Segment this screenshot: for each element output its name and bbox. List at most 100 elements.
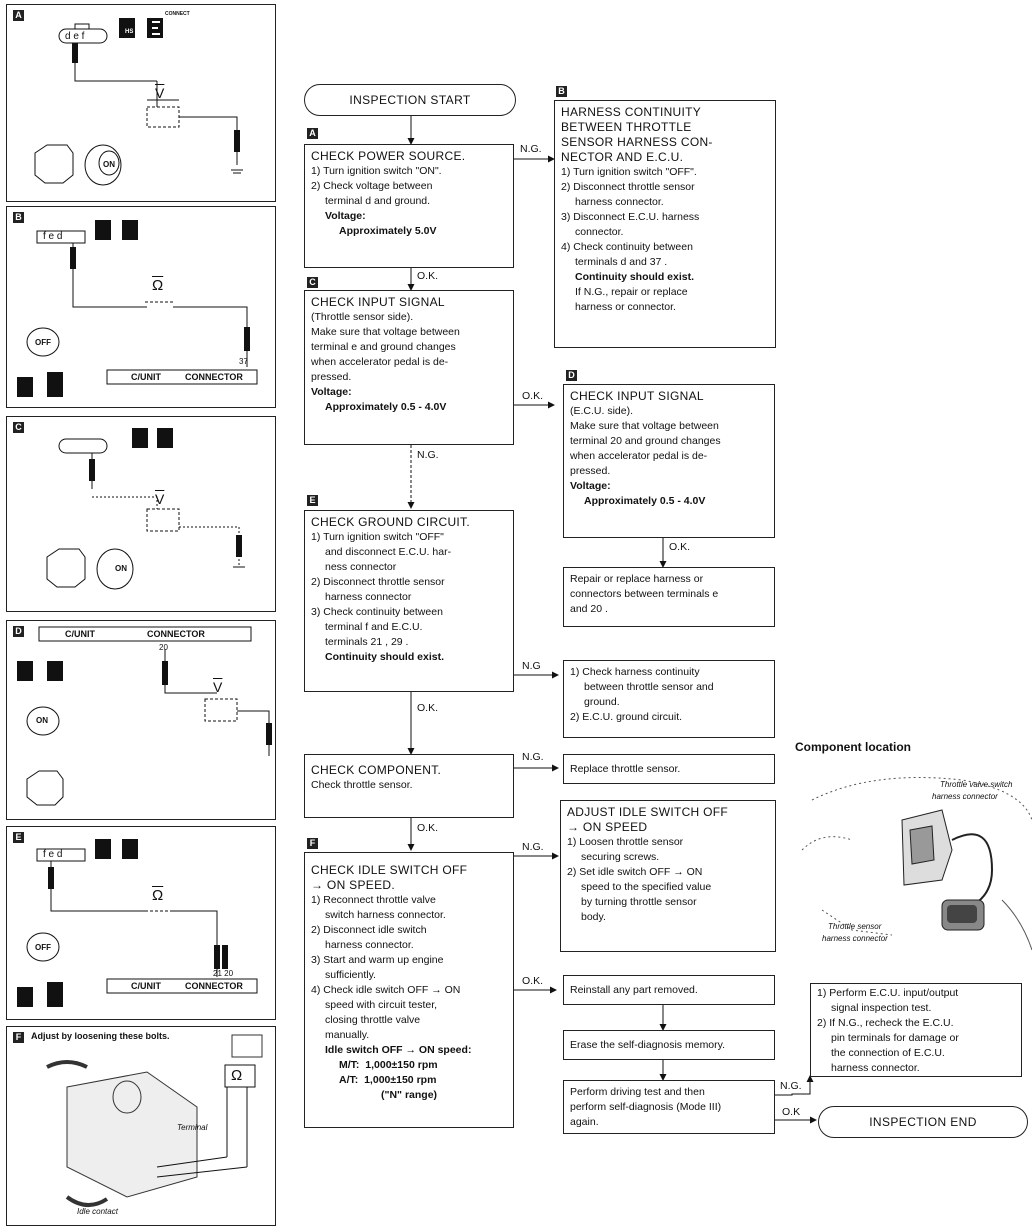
step-tag-d: D: [566, 370, 577, 381]
step-b-line: 3) Disconnect E.C.U. harness: [561, 211, 700, 223]
ng-label-drive: N.G.: [780, 1080, 802, 1092]
step-c-line: terminal e and ground changes: [311, 341, 456, 353]
panel-e-ground-circuit: E f e d Ω OFF 21 20 C/UNIT CONNECTOR: [6, 826, 276, 1020]
adjust-line: 2) Set idle switch OFF → ON: [567, 866, 703, 878]
step-d-title: CHECK INPUT SIGNAL: [570, 389, 704, 403]
step-e-line: 3) Check continuity between: [311, 606, 443, 618]
step-c-line: pressed.: [311, 371, 352, 383]
reinstall-text: Reinstall any part removed.: [570, 984, 698, 996]
ok-label-c: O.K.: [522, 390, 544, 402]
reinstall-box: Reinstall any part removed.: [563, 975, 775, 1005]
ecu-line: pin terminals for damage or: [831, 1032, 959, 1044]
panel-d-input-signal-ecu: D C/UNIT CONNECTOR 20 V ON: [6, 620, 276, 820]
panel-tag-d: D: [13, 626, 24, 637]
ecu-line: harness connector.: [831, 1062, 920, 1074]
panel-tag-c: C: [13, 422, 24, 433]
cunit-label: C/UNIT: [131, 372, 161, 382]
harness-line: 2) E.C.U. ground circuit.: [570, 711, 683, 723]
harness-line: ground.: [584, 696, 620, 708]
ohmmeter-symbol: Ω: [152, 277, 164, 294]
replace-throttle-text: Replace throttle sensor.: [570, 763, 681, 775]
step-e-line: and disconnect E.C.U. har-: [325, 546, 452, 558]
ok-label-drive: O.K: [782, 1106, 801, 1118]
ng-label-e: N.G: [522, 660, 541, 672]
step-b-title: SENSOR HARNESS CON-: [561, 135, 713, 149]
cunit-label-d: C/UNIT: [65, 629, 95, 639]
step-f-check-idle-switch: CHECK IDLE SWITCH OFF → ON SPEED. 1) Rec…: [304, 852, 514, 1128]
adjust-line: securing screws.: [581, 851, 660, 863]
adjust-line: body.: [581, 911, 606, 923]
step-a-line: 2) Check voltage between: [311, 180, 433, 192]
voltmeter-wiring-diagram: [34, 18, 243, 186]
component-location-photo: Throttle valve switch harness connector …: [792, 760, 1032, 952]
step-b-line: If N.G., repair or replace: [575, 286, 688, 298]
check-component-box: CHECK COMPONENT. Check throttle sensor.: [304, 754, 514, 818]
ignition-on-label-c: ON: [115, 564, 127, 573]
connector-label-d: CONNECTOR: [147, 629, 205, 639]
ok-label-f: O.K.: [522, 975, 544, 987]
connector-label: CONNECTOR: [185, 372, 243, 382]
loc-label-harness-connector-2: harness connector: [822, 934, 888, 943]
terminal-2120-label: 21 20: [213, 969, 234, 978]
step-f-line: 2) Disconnect idle switch: [311, 924, 427, 936]
step-tag-f: F: [307, 838, 318, 849]
repair-replace-box: Repair or replace harness or connectors …: [563, 567, 775, 627]
step-tag-e: E: [307, 495, 318, 506]
adjust-title: → ON SPEED: [567, 820, 648, 834]
step-d-line: Make sure that voltage between: [570, 420, 719, 432]
repair-line: and 20 .: [570, 603, 608, 615]
terminal-fed-label-e: f e d: [43, 849, 63, 860]
step-f-line: sufficiently.: [325, 969, 376, 981]
step-a-voltage-value: Approximately 5.0V: [339, 225, 437, 237]
driving-line: Perform driving test and then: [570, 1086, 705, 1098]
terminal-fed-label: f e d: [43, 231, 63, 242]
step-d-line: pressed.: [570, 465, 611, 477]
harness-line: 1) Check harness continuity: [570, 666, 700, 678]
panel-tag-b: B: [13, 212, 24, 223]
step-b-title: HARNESS CONTINUITY: [561, 105, 702, 119]
step-a-line: 1) Turn ignition switch "ON".: [311, 165, 442, 177]
ng-label-c: N.G.: [417, 449, 439, 461]
throttle-sensor-photo-sketch: [46, 1034, 263, 1207]
ignition-on-label-d: ON: [36, 716, 48, 725]
step-e-title: CHECK GROUND CIRCUIT.: [311, 515, 470, 529]
step-b-line: 2) Disconnect throttle sensor: [561, 181, 695, 193]
step-f-mt: M/T: 1,000±150 rpm: [339, 1059, 438, 1071]
driving-line: perform self-diagnosis (Mode III): [570, 1101, 722, 1113]
step-b-title: BETWEEN THROTTLE: [561, 120, 692, 134]
voltmeter-symbol-c: V: [155, 491, 165, 507]
step-e-line: 1) Turn ignition switch "OFF": [311, 531, 444, 543]
ok-label-d: O.K.: [669, 541, 691, 553]
inspection-start: INSPECTION START: [304, 84, 516, 116]
step-e-line: harness connector: [325, 591, 412, 603]
step-f-line: 4) Check idle switch OFF → ON: [311, 984, 461, 996]
ecu-inspection-box: 1) Perform E.C.U. input/output signal in…: [810, 983, 1022, 1077]
terminal-37-label: 37: [239, 357, 248, 366]
step-d-voltage-label: Voltage:: [570, 480, 611, 492]
repair-line: Repair or replace harness or: [570, 573, 704, 585]
loc-label-harness-connector-1: harness connector: [932, 792, 998, 801]
step-f-title: CHECK IDLE SWITCH OFF: [311, 863, 468, 877]
step-d-voltage-value: Approximately 0.5 - 4.0V: [584, 495, 706, 507]
step-c-voltage-label: Voltage:: [311, 386, 352, 398]
panel-b-harness-continuity: B f e d Ω OFF 37 C/UNIT CONNECTOR: [6, 206, 276, 408]
step-tag-c: C: [307, 277, 318, 288]
loc-label-throttle-valve-switch: Throttle valve switch: [940, 780, 1013, 789]
component-location-title: Component location: [795, 740, 911, 754]
ok-label-a: O.K.: [417, 270, 439, 282]
cunit-label-e: C/UNIT: [131, 981, 161, 991]
step-e-line: terminals 21 , 29 .: [325, 636, 409, 648]
ecu-line: 1) Perform E.C.U. input/output: [817, 987, 959, 999]
connector-label-e: CONNECTOR: [185, 981, 243, 991]
loc-label-throttle-sensor: Throttle sensor: [828, 922, 882, 931]
step-f-line: 3) Start and warm up engine: [311, 954, 444, 966]
ng-label-component: N.G.: [522, 751, 544, 763]
step-e-check-ground-circuit: CHECK GROUND CIRCUIT. 1) Turn ignition s…: [304, 510, 514, 692]
erase-memory-box: Erase the self-diagnosis memory.: [563, 1030, 775, 1060]
step-d-line: (E.C.U. side).: [570, 405, 634, 417]
ecu-line: 2) If N.G., recheck the E.C.U.: [817, 1017, 954, 1029]
terminal-label: Terminal: [177, 1123, 208, 1132]
panel-tag-a: A: [13, 10, 24, 21]
ignition-off-label: OFF: [35, 338, 51, 347]
